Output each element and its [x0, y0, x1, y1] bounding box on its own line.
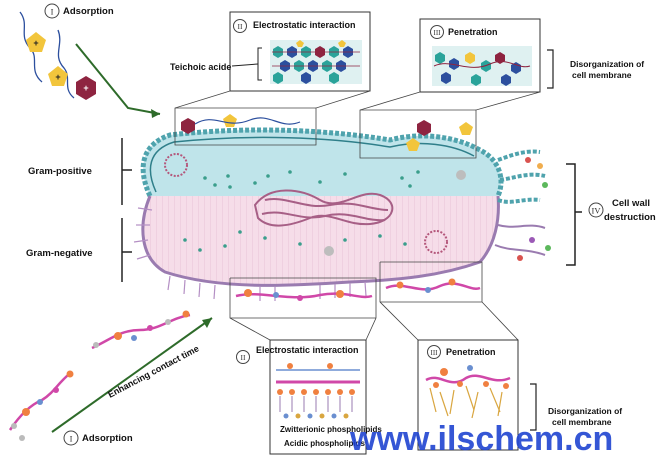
pentagon-icon [459, 122, 473, 135]
disorganization-bottom-label-line1: Disorganization of [548, 406, 622, 416]
svg-text:+: + [33, 38, 38, 48]
plasmid-bottom [424, 230, 448, 254]
penetration-top-label: Penetration [448, 27, 498, 37]
adsorption-top-arrow [75, 43, 161, 115]
cell-wall-bracket [566, 163, 582, 266]
adsorption-bottom-group: I Adsorption [63, 430, 133, 446]
gram-brackets [121, 138, 132, 282]
lps-spikes [133, 207, 367, 301]
penetration-top-group: III Penetration [419, 18, 541, 93]
bottom-right-membrane-chain [385, 278, 481, 293]
penetration-bottom-label: Penetration [446, 347, 496, 357]
gram-positive-wall-inner [149, 136, 475, 193]
step-two-bottom-number: II [241, 353, 246, 362]
pentagon-icon [26, 32, 46, 52]
projection-lines-top-right [359, 91, 541, 159]
bottom-left-membrane-chain [235, 289, 373, 301]
pentagon-icon [48, 66, 68, 86]
step-two-top-number: II [238, 22, 243, 31]
cell-wall-label-line2: destruction [604, 212, 656, 223]
step-four-number: IV [592, 206, 602, 216]
gram-positive-label: Gram-positive [28, 166, 92, 177]
contact-time-arrow [51, 317, 213, 433]
watermark-text: www.ilschem.cn [349, 420, 613, 458]
hexagon-icon [417, 120, 431, 136]
cell-wall-label-line1: Cell wall [612, 198, 650, 209]
nucleoid [253, 189, 394, 227]
gram-negative-wall [141, 195, 500, 287]
disorganization-top-label-line2: cell membrane [572, 70, 632, 80]
molecule-chain-upper [91, 310, 191, 350]
disorganization-bottom-bracket [530, 383, 537, 431]
granule-top [456, 170, 466, 180]
adsorption-bottom-label: Adsorption [82, 433, 133, 444]
step-four-badge: IV [588, 202, 604, 218]
disorganization-top-bracket [547, 49, 554, 89]
step-three-bottom-number: III [431, 349, 439, 357]
zwitterionic-label: Zwitterionic phospholipids [280, 425, 382, 434]
step-one-top-number: I [51, 7, 54, 17]
disorganization-bottom-label-line2: cell membrane [552, 417, 612, 427]
acidic-label: Acidic phospholipids [284, 439, 365, 448]
bacterial-cell [133, 127, 504, 301]
hexagon-icon [76, 76, 96, 100]
electrostatic-top-group: II Electrostatic interaction [229, 11, 371, 92]
gram-negative-half [142, 196, 499, 286]
pentagon-icon [406, 138, 420, 151]
peptidoglycan-hexagons [270, 40, 362, 84]
disrupted-bilayer [425, 365, 511, 419]
enhancing-contact-label: Enhancing contact time [106, 343, 200, 399]
teichoic-acide-label: Teichoic acide [170, 62, 231, 72]
electrostatic-top-label: Electrostatic interaction [253, 20, 356, 30]
gram-positive-wall [140, 127, 504, 198]
projection-lines-bottom-left [229, 277, 377, 341]
granule-bottom [324, 246, 334, 256]
svg-text:+: + [83, 83, 88, 93]
adsorption-top-group: I Adsorption + + + [19, 3, 161, 118]
adsorption-top-label: Adsorption [63, 6, 114, 17]
gram-negative-label: Gram-negative [26, 248, 93, 259]
ribosomes [183, 170, 420, 252]
electrostatic-bottom-group: II Electrostatic interaction Zwit [236, 339, 382, 455]
svg-text:+: + [55, 72, 60, 82]
penetration-bottom-group: III Penetration [417, 339, 519, 451]
damaged-cell-wall [494, 149, 551, 261]
molecule-chain-lower [8, 370, 74, 441]
phospholipid-bilayer [276, 363, 360, 419]
electrostatic-bottom-label: Electrostatic interaction [256, 345, 359, 355]
projection-lines-bottom-right [379, 261, 519, 341]
pentagon-icon [223, 114, 237, 127]
plasmid-top [164, 153, 188, 177]
step-one-bottom-number: I [70, 434, 73, 444]
projection-lines-top-left [174, 90, 371, 146]
hexagon-icon [181, 118, 195, 134]
step-three-top-number: III [434, 29, 442, 37]
disorganization-top-label-line1: Disorganization of [570, 59, 644, 69]
